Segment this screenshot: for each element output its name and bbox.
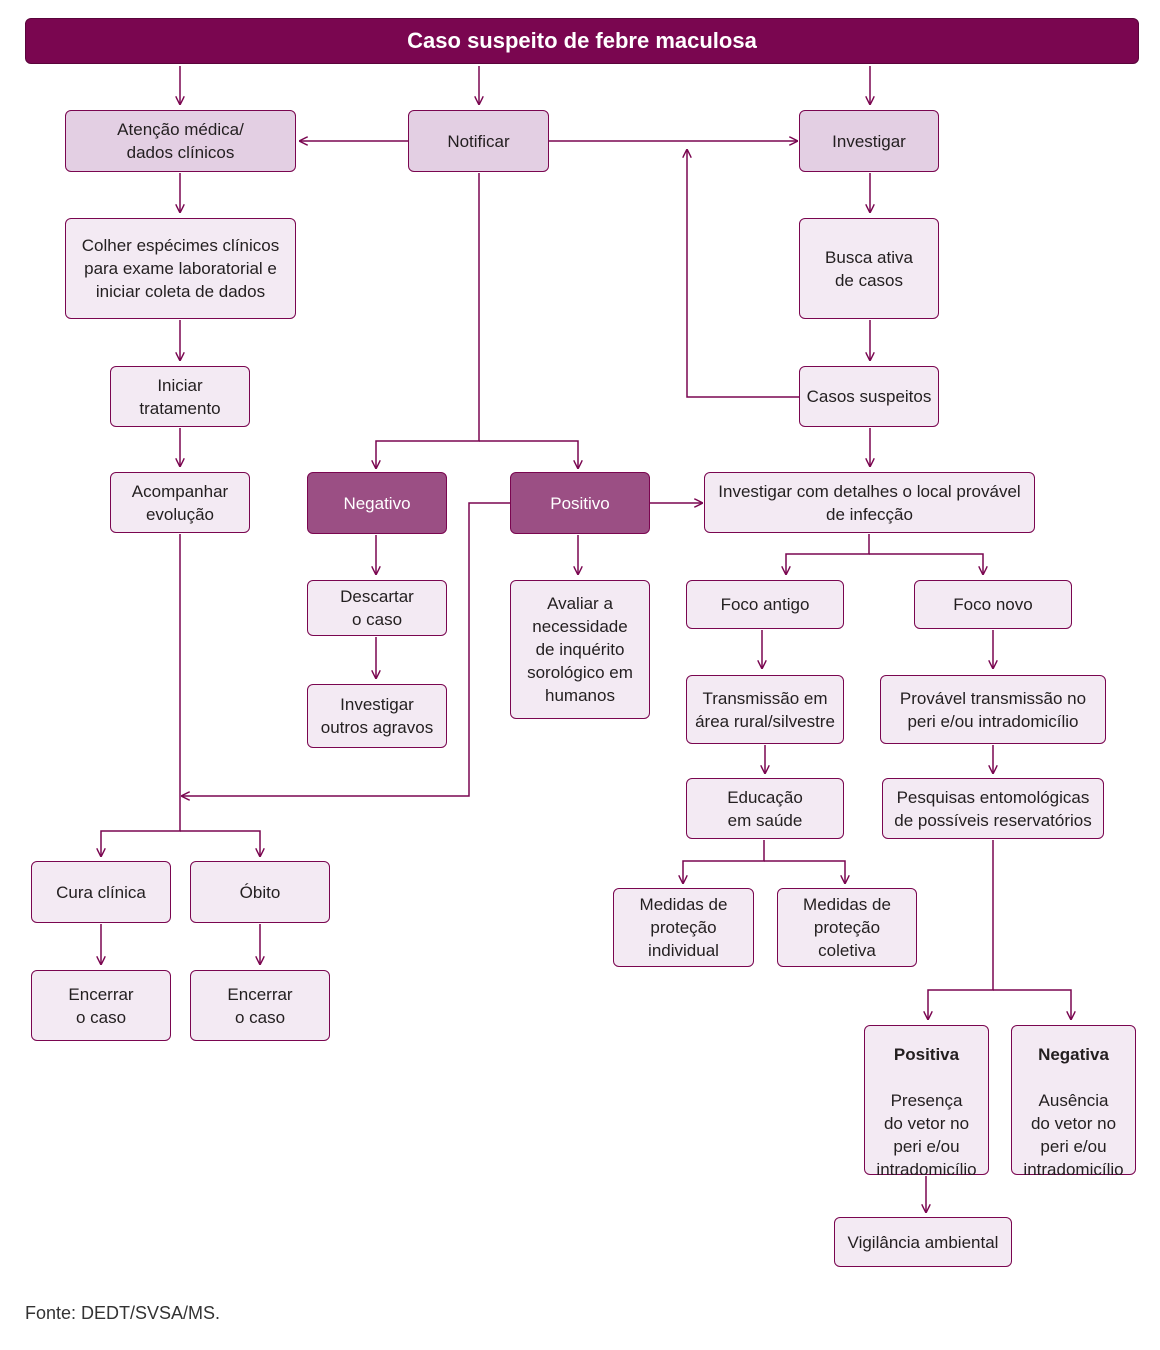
node-foco-novo: Foco novo <box>914 580 1072 629</box>
node-positiva-vetor: Positiva Presença do vetor no peri e/ou … <box>864 1025 989 1179</box>
node-medidas-coletiva: Medidas de proteção coletiva <box>777 888 917 967</box>
arrow-positivo-evolucao <box>182 502 510 796</box>
arrow-casos-loop <box>687 150 799 398</box>
node-encerrar-caso-cura: Encerrar o caso <box>31 970 171 1041</box>
arrow-notificar-negativo <box>376 173 480 468</box>
positiva-label: Positiva <box>893 1044 960 1064</box>
node-medidas-individual: Medidas de proteção individual <box>613 888 754 967</box>
arrow-notificar-positivo <box>479 440 578 468</box>
node-investigar: Investigar <box>799 110 939 172</box>
node-casos-suspeitos: Casos suspeitos <box>799 366 939 427</box>
node-investigar-outros: Investigar outros agravos <box>307 684 447 748</box>
node-foco-antigo: Foco antigo <box>686 580 844 629</box>
negativa-description: Ausência do vetor no peri e/ou intradomi… <box>1023 1090 1124 1179</box>
source-note: Fonte: DEDT/SVSA/MS. <box>25 1303 221 1323</box>
positiva-description: Presença do vetor no peri e/ou intradomi… <box>876 1090 977 1179</box>
arrow-educacao-coletiva <box>764 860 845 883</box>
node-colher-especimes: Colher espécimes clínicos para exame lab… <box>65 218 296 319</box>
arrow-pesquisas-negativa <box>993 989 1071 1019</box>
node-atencao-medica: Atenção médica/ dados clínicos <box>65 110 296 172</box>
node-vigilancia-ambiental: Vigilância ambiental <box>834 1217 1012 1267</box>
arrow-acompanhar-cura <box>101 534 181 856</box>
node-notificar: Notificar <box>408 110 549 172</box>
node-transmissao-rural: Transmissão em área rural/silvestre <box>686 675 844 744</box>
arrow-educacao-individual <box>683 840 765 883</box>
node-cura-clinica: Cura clínica <box>31 861 171 923</box>
node-iniciar-tratamento: Iniciar tratamento <box>110 366 250 427</box>
node-busca-ativa: Busca ativa de casos <box>799 218 939 319</box>
node-encerrar-caso-obito: Encerrar o caso <box>190 970 330 1041</box>
arrow-pesquisas-positiva <box>928 840 994 1019</box>
arrow-detalhes-foco-novo <box>869 553 983 574</box>
flowchart-title: Caso suspeito de febre maculosa <box>25 18 1139 64</box>
arrow-detalhes-foco-antigo <box>786 534 870 574</box>
arrow-acompanhar-obito <box>180 830 260 856</box>
node-provavel-transmissao: Provável transmissão no peri e/ou intrad… <box>880 675 1106 744</box>
node-positivo: Positivo <box>510 472 650 534</box>
node-descartar-caso: Descartar o caso <box>307 580 447 636</box>
node-obito: Óbito <box>190 861 330 923</box>
negativa-label: Negativa <box>1038 1044 1109 1064</box>
node-negativo: Negativo <box>307 472 447 534</box>
node-acompanhar-evolucao: Acompanhar evolução <box>110 472 250 533</box>
node-investigar-detalhes: Investigar com detalhes o local provável… <box>704 472 1035 533</box>
node-avaliar-inquerito: Avaliar a necessidade de inquérito sorol… <box>510 580 650 719</box>
node-educacao-saude: Educação em saúde <box>686 778 844 839</box>
node-negativa-vetor: Negativa Ausência do vetor no peri e/ou … <box>1011 1025 1136 1179</box>
node-pesquisas-entomologicas: Pesquisas entomológicas de possíveis res… <box>882 778 1104 839</box>
